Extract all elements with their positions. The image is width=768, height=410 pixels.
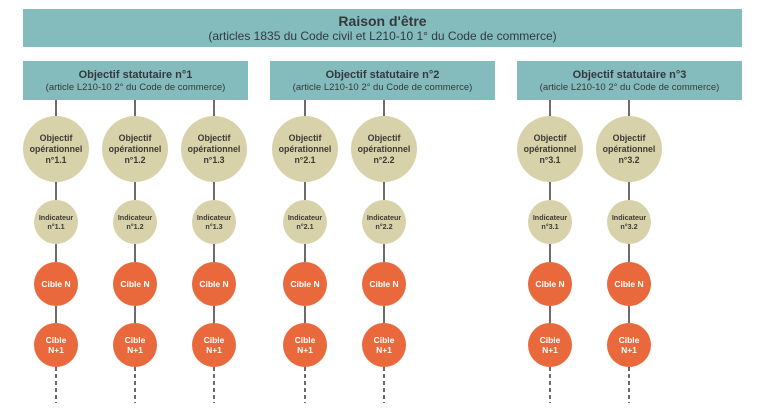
cible-n1-1-1-line-1: Cible [45, 335, 67, 345]
indicateur-1-1-line-1: Indicateur [38, 213, 74, 222]
cible-n-1-3: Cible N [192, 262, 236, 306]
indicateur-1-2-line-2: n°1.2 [126, 222, 144, 231]
indicateur-2-1-line-2: n°2.1 [296, 222, 314, 231]
objectif-operationnel-3-1-line-2: opérationnel [523, 143, 577, 154]
objectif-operationnel-3-2-line-2: opérationnel [602, 143, 656, 154]
indicateur-2-1-line-1: Indicateur [287, 213, 323, 222]
objectif-operationnel-1-1-line-1: Objectif [39, 132, 73, 143]
cible-n1-2-2-line-2: N+1 [376, 345, 392, 355]
cible-n-3-1: Cible N [528, 262, 572, 306]
objectif-statutaire-3-box: Objectif statutaire n°3 (article L210-10… [517, 61, 742, 100]
objectif-operationnel-2-1-line-2: opérationnel [278, 143, 332, 154]
cible-n1-3-2-line-1: Cible [618, 335, 640, 345]
objectif-operationnel-3-2-line-1: Objectif [612, 132, 646, 143]
cible-n1-3-1-line-1: Cible [539, 335, 561, 345]
objectif-statutaire-2-box: Objectif statutaire n°2 (article L210-10… [270, 61, 495, 100]
indicateur-3-2-line-1: Indicateur [611, 213, 647, 222]
cible-n-1-2-line-1: Cible N [120, 279, 150, 289]
cible-n1-2-1-line-1: Cible [294, 335, 316, 345]
cible-n-1-2: Cible N [113, 262, 157, 306]
raison-detre-title: Raison d'être [338, 12, 427, 29]
indicateur-1-3-line-2: n°1.3 [205, 222, 223, 231]
cible-n-1-3-line-1: Cible N [199, 279, 229, 289]
cible-n-3-2: Cible N [607, 262, 651, 306]
objectif-operationnel-2-2-line-3: n°2.2 [373, 154, 395, 165]
objectif-statutaire-1-title: Objectif statutaire n°1 [78, 68, 193, 81]
indicateur-1-1-line-2: n°1.1 [47, 222, 65, 231]
cible-n1-1-3-line-2: N+1 [206, 345, 222, 355]
cible-n1-1-3-line-1: Cible [203, 335, 225, 345]
objectif-operationnel-1-3-line-2: opérationnel [187, 143, 241, 154]
objectif-operationnel-2-2-line-1: Objectif [367, 132, 401, 143]
raison-detre-subtitle: (articles 1835 du Code civil et L210-10 … [208, 28, 557, 43]
cible-n1-3-2-line-2: N+1 [621, 345, 637, 355]
objectif-operationnel-2-1-line-3: n°2.1 [294, 154, 316, 165]
cible-n-2-2: Cible N [362, 262, 406, 306]
objectif-operationnel-1-3-line-1: Objectif [197, 132, 231, 143]
cible-n-1-1-line-1: Cible N [41, 279, 71, 289]
cible-n-1-1: Cible N [34, 262, 78, 306]
objectif-statutaire-3-title: Objectif statutaire n°3 [572, 68, 687, 81]
indicateur-3-2-line-2: n°3.2 [620, 222, 638, 231]
cible-n-3-2-line-1: Cible N [614, 279, 644, 289]
objectif-statutaire-1-subtitle: (article L210-10 2° du Code de commerce) [45, 81, 226, 93]
objectif-operationnel-1-1-line-2: opérationnel [29, 143, 83, 154]
objectif-operationnel-3-1-line-3: n°3.1 [539, 154, 561, 165]
objectif-statutaire-2-title: Objectif statutaire n°2 [325, 68, 440, 81]
indicateur-3-1-line-2: n°3.1 [541, 222, 559, 231]
cible-n-2-1-line-1: Cible N [290, 279, 320, 289]
objectif-operationnel-1-2-line-2: opérationnel [108, 143, 162, 154]
cible-n1-3-1-line-2: N+1 [542, 345, 558, 355]
objectif-operationnel-2-2-line-2: opérationnel [357, 143, 411, 154]
indicateur-1-2-line-1: Indicateur [117, 213, 153, 222]
indicateur-3-1-line-1: Indicateur [532, 213, 568, 222]
objectif-operationnel-3-2-line-3: n°3.2 [618, 154, 640, 165]
objectif-operationnel-1-3-line-3: n°1.3 [203, 154, 225, 165]
objectif-operationnel-1-2-line-1: Objectif [118, 132, 152, 143]
cible-n1-1-1-line-2: N+1 [48, 345, 64, 355]
raison-detre-box: Raison d'être (articles 1835 du Code civ… [23, 9, 742, 47]
objectif-statutaire-1-box: Objectif statutaire n°1 (article L210-10… [23, 61, 248, 100]
objectif-statutaire-2-subtitle: (article L210-10 2° du Code de commerce) [292, 81, 473, 93]
cible-n1-2-1-line-2: N+1 [297, 345, 313, 355]
cible-n-2-2-line-1: Cible N [369, 279, 399, 289]
cible-n1-1-2-line-2: N+1 [127, 345, 143, 355]
cible-n-2-1: Cible N [283, 262, 327, 306]
cible-n1-2-2-line-1: Cible [373, 335, 395, 345]
cible-n1-1-2-line-1: Cible [124, 335, 146, 345]
cible-n-3-1-line-1: Cible N [535, 279, 565, 289]
objectif-operationnel-2-1-line-1: Objectif [288, 132, 322, 143]
objectif-operationnel-3-1-line-1: Objectif [533, 132, 567, 143]
objectif-operationnel-1-2-line-3: n°1.2 [124, 154, 146, 165]
indicateur-2-2-line-2: n°2.2 [375, 222, 393, 231]
objectif-statutaire-3-subtitle: (article L210-10 2° du Code de commerce) [539, 81, 720, 93]
objectif-operationnel-1-1-line-3: n°1.1 [45, 154, 67, 165]
indicateur-1-3-line-1: Indicateur [196, 213, 232, 222]
indicateur-2-2-line-1: Indicateur [366, 213, 402, 222]
